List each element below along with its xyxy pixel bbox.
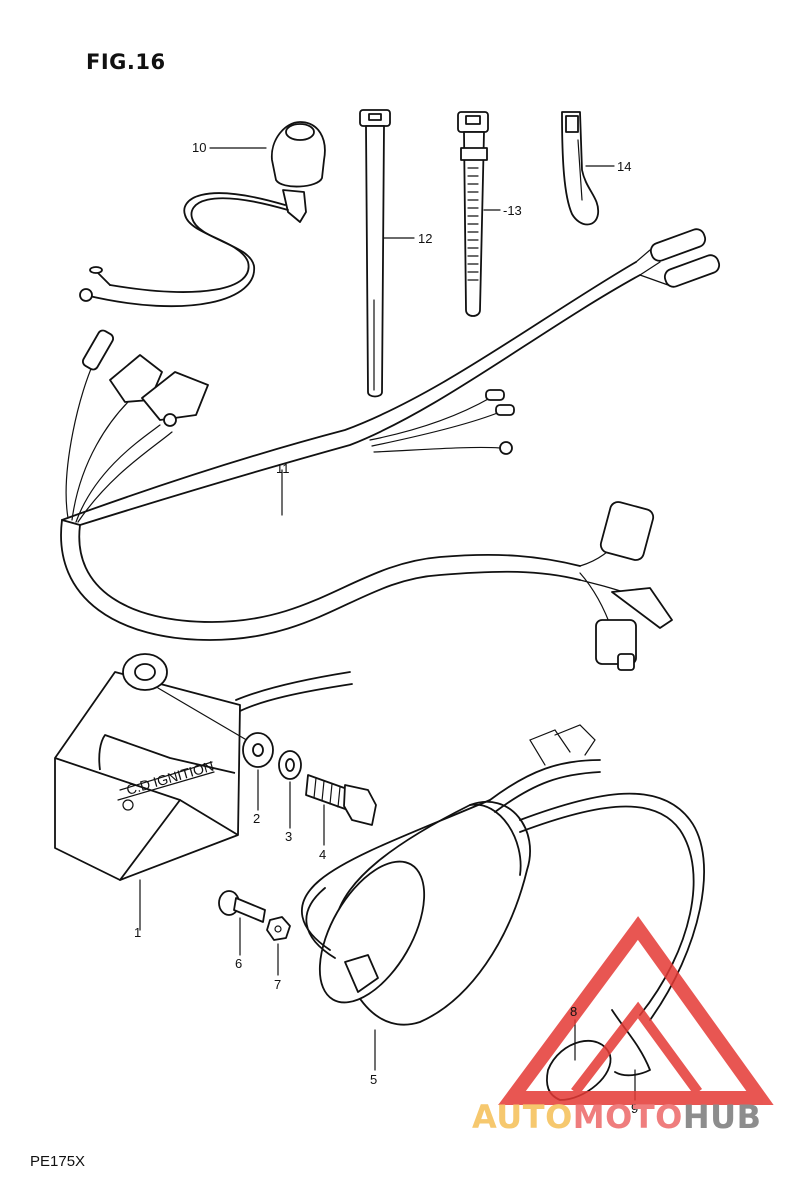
callout-3: 3 bbox=[285, 829, 293, 844]
callout-7: 7 bbox=[274, 977, 282, 992]
callout-1: 1 bbox=[134, 925, 142, 940]
part-5-ignition-coil bbox=[301, 724, 705, 1071]
model-code: PE175X bbox=[30, 1153, 86, 1170]
part-2-washer bbox=[242, 732, 274, 811]
watermark-triangle-outer bbox=[498, 916, 774, 1105]
watermark-moto: MOTO bbox=[572, 1098, 683, 1136]
callout-4: 4 bbox=[319, 847, 327, 862]
callout-6: 6 bbox=[235, 956, 243, 971]
callout-8: 8 bbox=[570, 1004, 578, 1019]
callout-5: 5 bbox=[370, 1072, 378, 1087]
watermark-triangle-inner bbox=[571, 1001, 703, 1096]
watermark-text: AUTOMOTOHUB bbox=[472, 1098, 762, 1136]
part-11-wire-harness bbox=[60, 228, 721, 671]
watermark-logo bbox=[498, 916, 774, 1105]
callout-9: 9 bbox=[631, 1101, 639, 1116]
watermark-auto: AUTO bbox=[472, 1098, 573, 1136]
callout-2: 2 bbox=[253, 811, 261, 826]
figure-title: FIG.16 bbox=[86, 50, 166, 74]
callout-14: 14 bbox=[617, 159, 632, 174]
callout-13: -13 bbox=[503, 203, 522, 218]
callout-12: 12 bbox=[418, 231, 433, 246]
part-10-kill-switch bbox=[79, 121, 326, 308]
watermark-hub: HUB bbox=[682, 1098, 762, 1136]
part-3-lock-washer bbox=[278, 750, 302, 829]
callout-11: 11 bbox=[276, 461, 290, 476]
part-4-bolt bbox=[305, 774, 377, 846]
part-1-cd-ignition-unit bbox=[54, 653, 353, 931]
callout-10: 10 bbox=[192, 140, 207, 155]
part-13-band bbox=[457, 111, 501, 317]
part-14-clamp bbox=[561, 111, 615, 226]
part-7-nut bbox=[266, 916, 291, 976]
part-6-screw bbox=[218, 890, 266, 956]
part-12-cable-tie bbox=[359, 109, 415, 398]
